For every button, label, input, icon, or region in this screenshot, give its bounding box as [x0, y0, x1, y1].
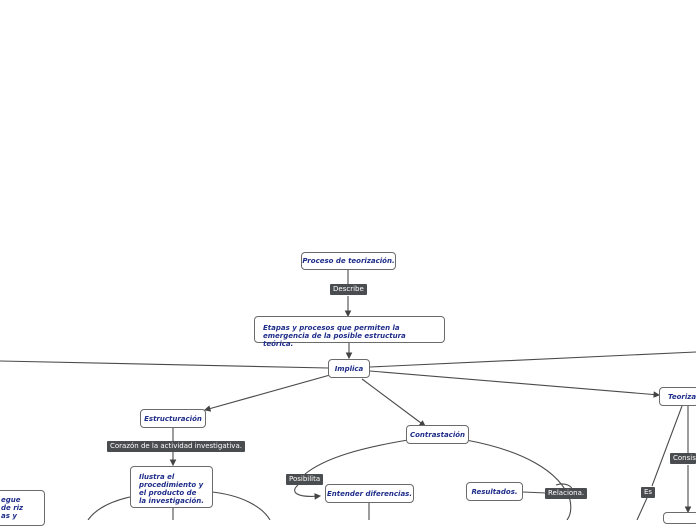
node-proceso-teorizacion[interactable]: Proceso de teorización.	[301, 252, 396, 270]
node-teorizacion[interactable]: Teorizac	[659, 387, 696, 406]
node-implica-text: Implica	[334, 364, 364, 373]
node-entender-text: Entender diferencias.	[327, 489, 412, 498]
node-etapas-procesos[interactable]: Etapas y procesos que permiten la emerge…	[254, 316, 445, 348]
node-ilustra[interactable]: Ilustra el procedimiento y el producto d…	[130, 466, 213, 508]
node-teorizacion-child[interactable]	[663, 512, 696, 524]
node-contrastacion-text: Contrastación	[409, 430, 466, 439]
node-left-text: egue de riz as y	[1, 496, 24, 520]
node-estructuracion-text: Estructuración	[144, 414, 202, 423]
label-es: Es	[641, 487, 656, 498]
node-estructuracion[interactable]: Estructuración	[140, 409, 206, 428]
node-proceso-text: Proceso de teorización.	[302, 257, 395, 265]
node-left-partial[interactable]: egue de riz as y	[0, 490, 45, 526]
label-corazon: Corazón de la actividad investigativa.	[107, 441, 245, 452]
node-resultados[interactable]: Resultados.	[466, 482, 523, 501]
label-consiste: Consist	[670, 453, 696, 464]
node-contrastacion[interactable]: Contrastación	[406, 425, 469, 444]
node-resultados-text: Resultados.	[471, 487, 518, 496]
label-posibilita: Posibilita	[286, 474, 324, 485]
node-teorizacion-text: Teorizac	[668, 392, 696, 401]
node-entender-diferencias[interactable]: Entender diferencias.	[325, 484, 414, 503]
label-describe: Describe	[330, 284, 367, 295]
node-ilustra-text: Ilustra el procedimiento y el producto d…	[139, 473, 204, 505]
label-relaciona: Relaciona.	[545, 488, 588, 499]
node-implica[interactable]: Implica	[328, 359, 370, 378]
node-etapas-text: Etapas y procesos que permiten la emerge…	[263, 324, 406, 348]
